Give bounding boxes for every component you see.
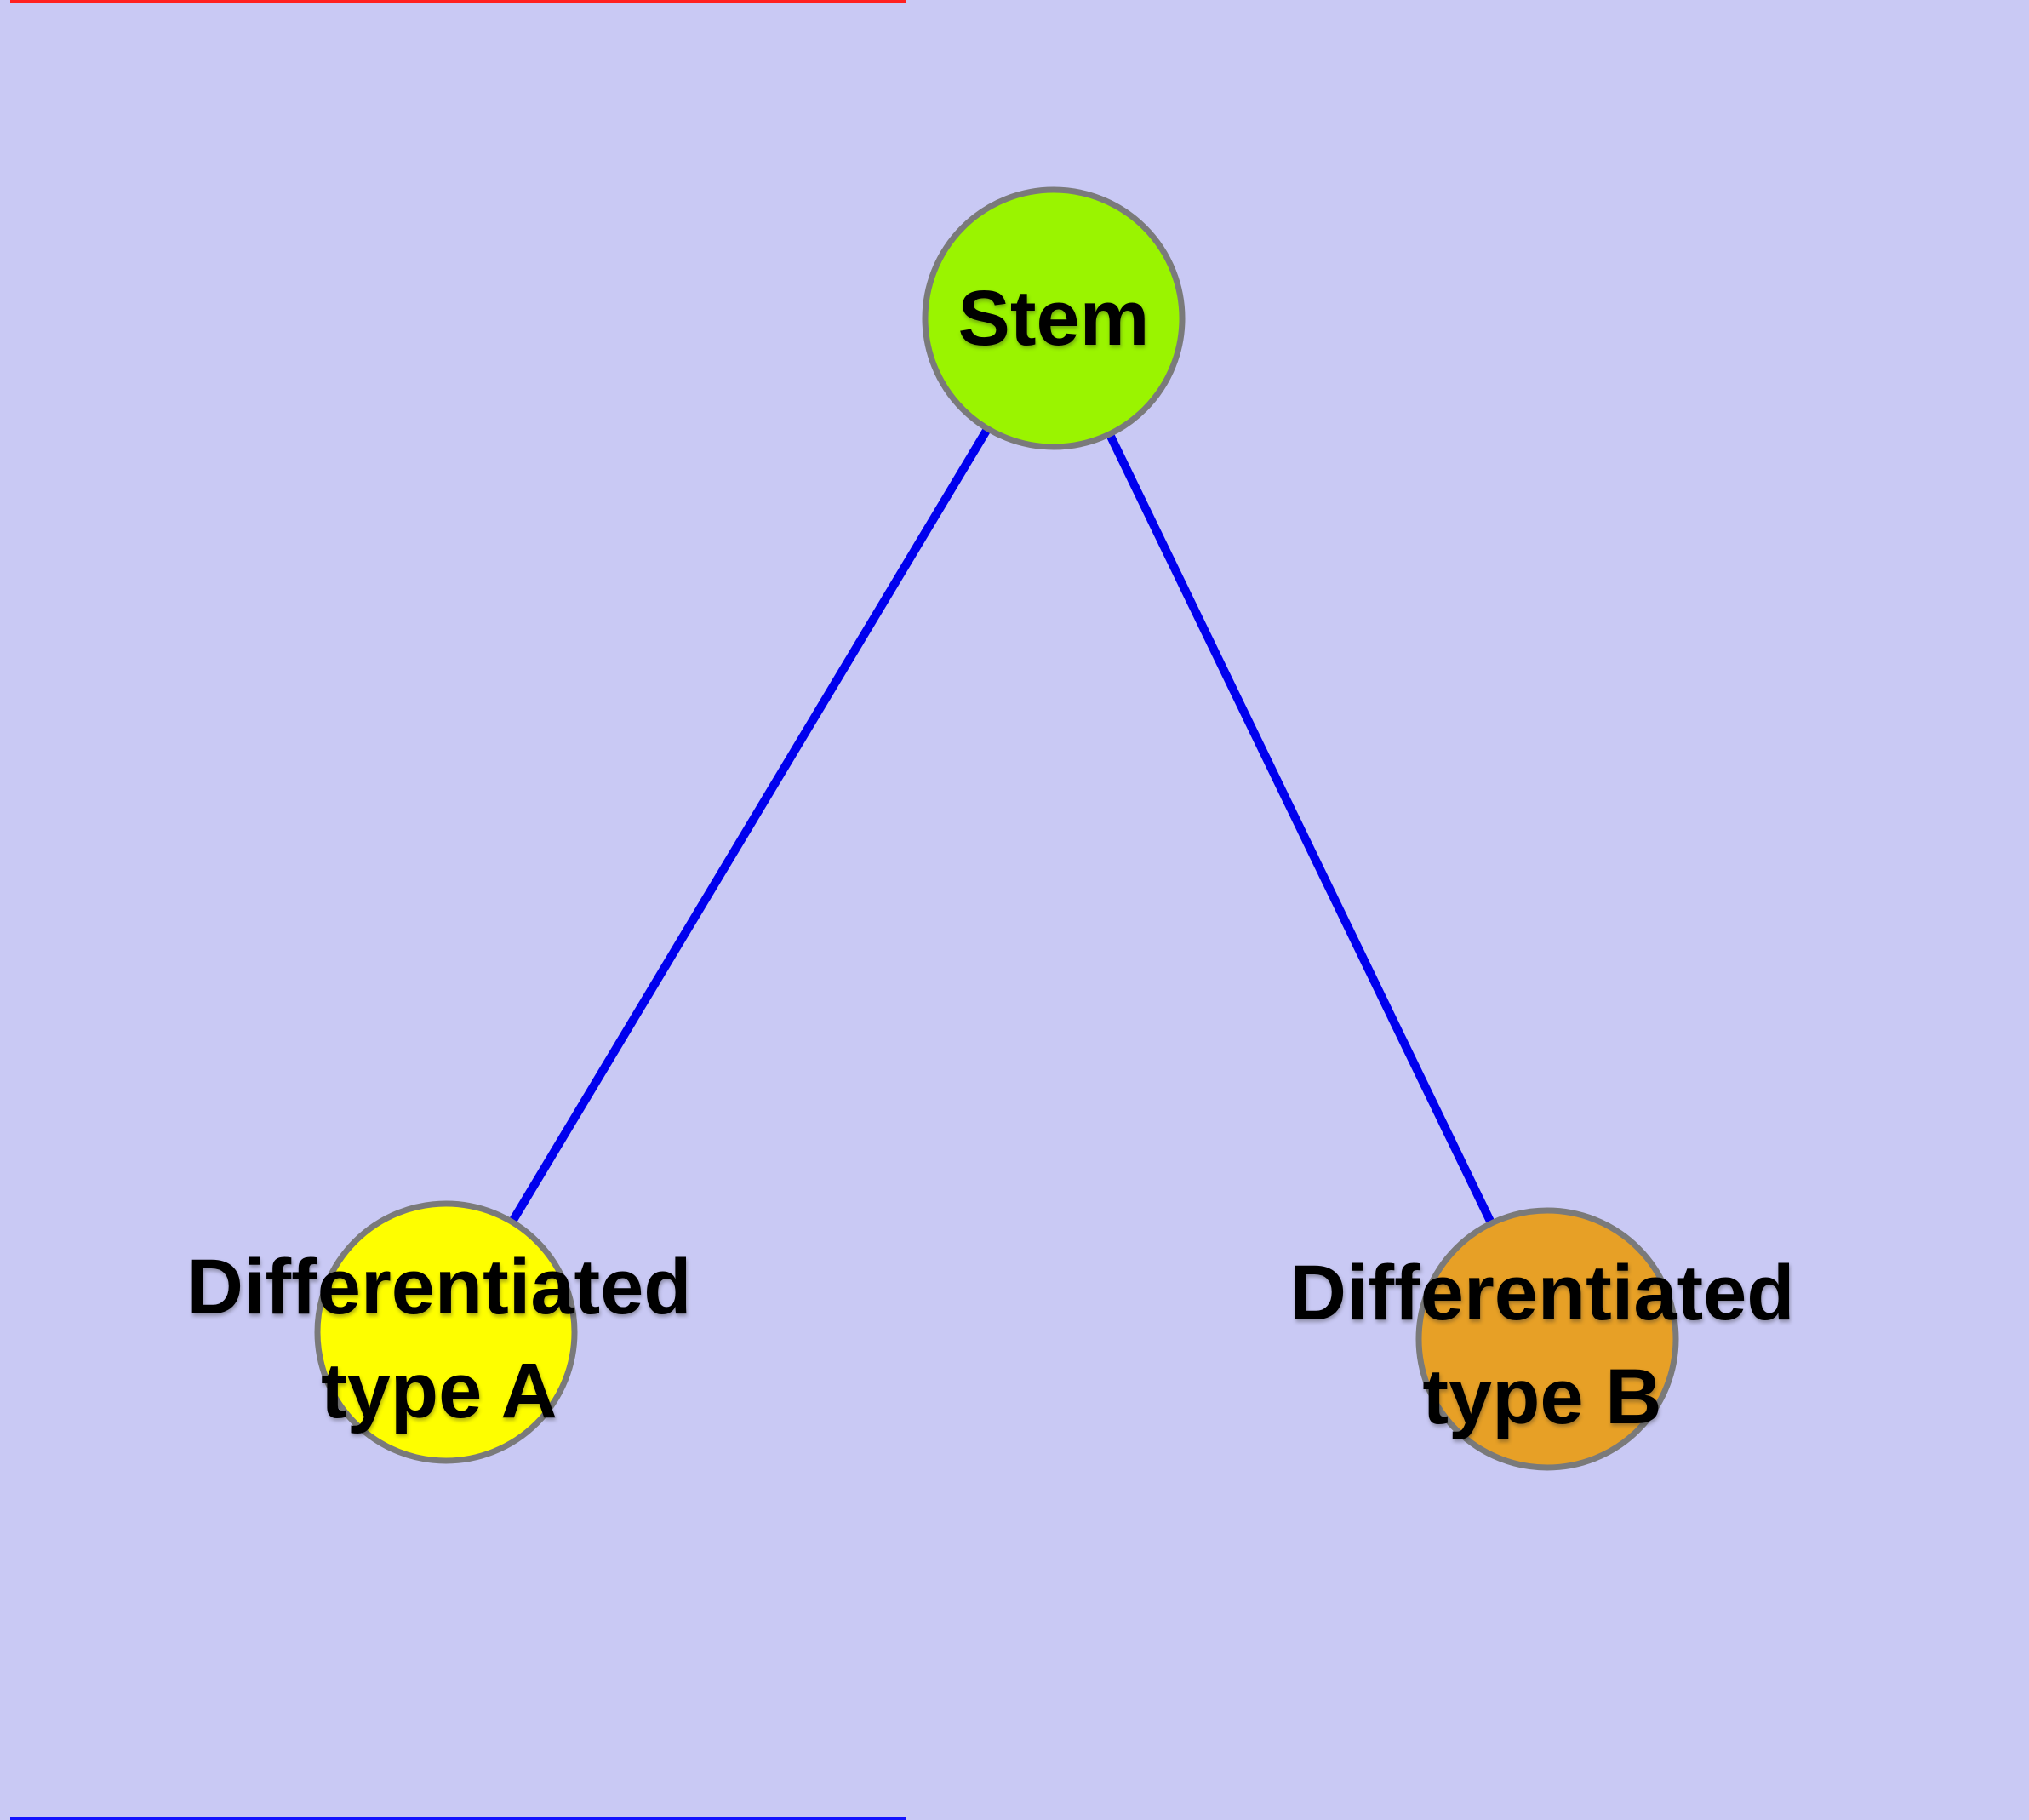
edge-stem-to-type-b xyxy=(1049,316,1552,1342)
node-differentiated-type-a[interactable] xyxy=(314,1200,578,1464)
edge-stem-to-type-a xyxy=(442,316,1058,1335)
node-stem[interactable] xyxy=(922,186,1186,450)
node-differentiated-type-b[interactable] xyxy=(1415,1207,1679,1471)
bottom-edge-accent-line xyxy=(10,1817,906,1820)
top-edge-accent-line xyxy=(10,0,906,3)
